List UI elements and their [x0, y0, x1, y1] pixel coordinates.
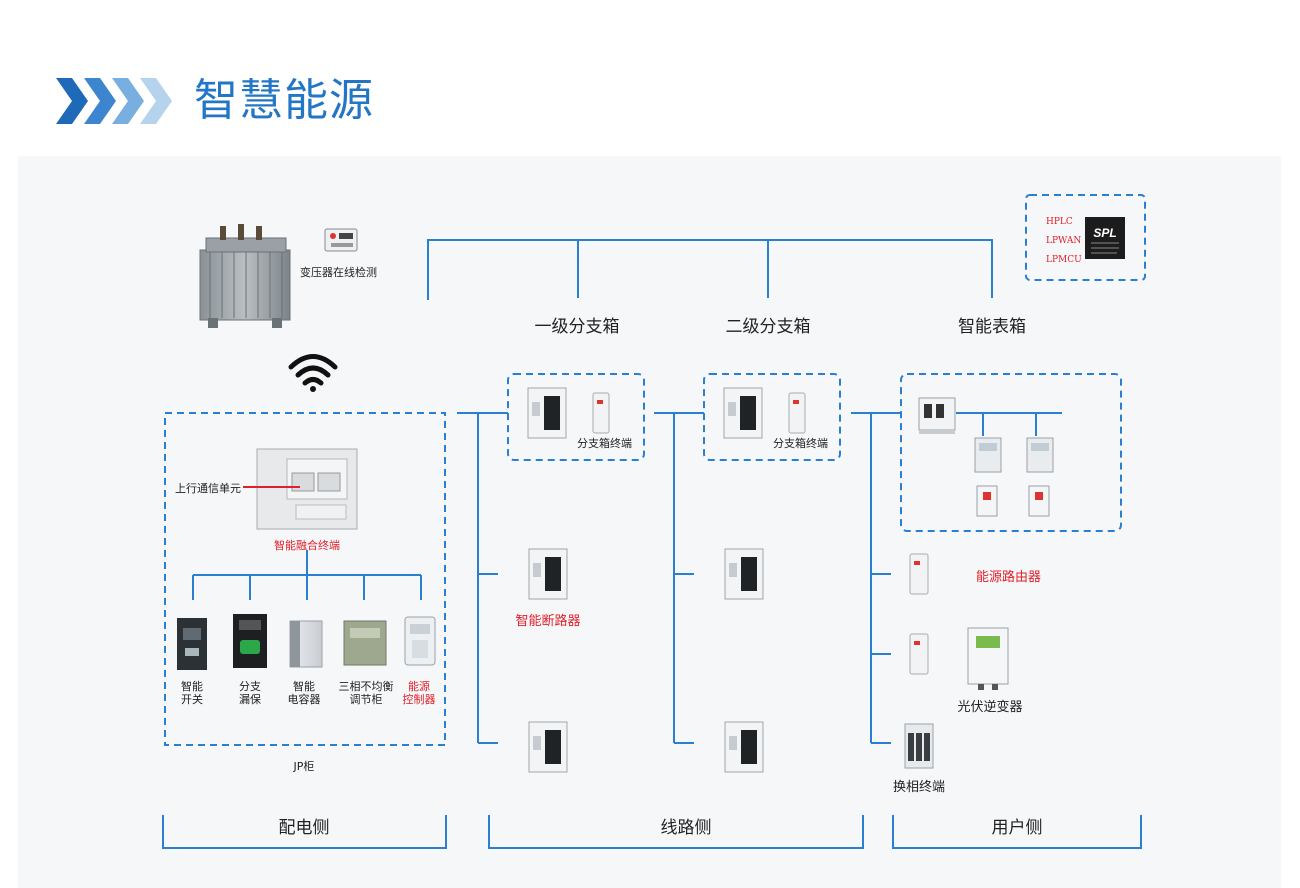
- smart-breaker-label: 智能断路器: [515, 614, 581, 629]
- meter-box-label: 智能表箱: [958, 317, 1026, 337]
- device-label-energy-controller: 能源 控制器: [403, 680, 436, 706]
- phase-switch-terminal-label: 换相终端: [892, 780, 946, 795]
- device-label-line: 智能: [181, 680, 203, 693]
- device-label-capacitor: 智能 电容器: [288, 680, 321, 706]
- chip-box: [1025, 194, 1146, 281]
- protocol-lpmcu: LPMCU: [1046, 255, 1082, 265]
- chevron-arrows-icon: [56, 78, 172, 124]
- device-label-branch-protector: 分支 漏保: [239, 680, 261, 706]
- device-label-line: 漏保: [239, 693, 261, 706]
- level2-branch-box-frame: [703, 373, 841, 461]
- meter-breaker-1-icon: [976, 485, 998, 517]
- device-label-line: 控制器: [402, 693, 436, 706]
- device-label-line: 三相不均衡: [338, 680, 394, 693]
- level2-breaker-icon: [723, 387, 763, 439]
- jp-cabinet-box: [164, 412, 446, 746]
- section-distribution-label: 配电侧: [278, 818, 330, 838]
- protocol-hplc: HPLC: [1046, 217, 1073, 227]
- spl-chip-icon: SPL: [1085, 217, 1125, 259]
- level1-branch-box-frame: [507, 373, 645, 461]
- section-user-label: 用户侧: [991, 818, 1043, 838]
- smart-breaker-2-icon: [528, 721, 568, 773]
- smart-switch-icon: [177, 618, 207, 670]
- device-label-line: 开关: [181, 693, 203, 706]
- pv-inverter-label: 光伏逆变器: [957, 700, 1023, 715]
- section-line-label: 线路侧: [660, 818, 712, 838]
- fusion-terminal-label: 智能融合终端: [274, 539, 340, 552]
- transformer-monitor-icon: [324, 228, 358, 252]
- user-side-bus: [851, 412, 901, 744]
- pv-inverter-icon: [967, 627, 1009, 690]
- jp-cabinet-label: JP柜: [293, 760, 315, 773]
- energy-router-2-icon: [909, 633, 929, 675]
- smart-breaker-4-icon: [724, 721, 764, 773]
- level1-breaker-icon: [527, 387, 567, 439]
- smart-breaker-1-icon: [528, 548, 568, 600]
- energy-router-label: 能源路由器: [976, 570, 1042, 585]
- smart-breaker-3-icon: [724, 548, 764, 600]
- energy-router-icon: [909, 553, 929, 595]
- meter-main-switch-icon: [918, 397, 956, 434]
- device-label-line: 调节柜: [349, 693, 383, 706]
- transformer-icon: [199, 224, 291, 328]
- meter-breaker-2-icon: [1028, 485, 1050, 517]
- level2-branch-terminal-icon: [788, 392, 806, 434]
- line-side-bus-1: [457, 412, 508, 744]
- protocol-lpwan: LPWAN: [1046, 236, 1082, 246]
- level2-branch-box-label: 二级分支箱: [725, 317, 811, 337]
- branch-leakage-protector-icon: [233, 614, 267, 668]
- page-title: 智慧能源: [194, 75, 374, 126]
- energy-controller-icon: [404, 616, 436, 666]
- meter-box-frame: [900, 373, 1122, 532]
- device-label-line: 分支: [239, 680, 261, 693]
- device-label-balance-cabinet: 三相不均衡 调节柜: [339, 680, 394, 706]
- device-label-line: 能源: [408, 680, 430, 693]
- page-header: 智慧能源: [56, 70, 656, 130]
- chip-brand: SPL: [1093, 226, 1116, 240]
- section-brackets: [162, 815, 1142, 849]
- three-phase-balance-cabinet-icon: [343, 620, 387, 666]
- jp-device-bus: [192, 550, 422, 600]
- smart-meter-2-icon: [1026, 437, 1054, 473]
- smart-meter-1-icon: [974, 437, 1002, 473]
- level1-branch-box-label: 一级分支箱: [534, 317, 620, 337]
- level1-branch-terminal-label: 分支箱终端: [577, 437, 632, 450]
- top-bus: [427, 239, 993, 300]
- uplink-unit-label: 上行通信单元: [175, 482, 241, 495]
- device-label-smart-switch: 智能 开关: [181, 680, 203, 706]
- device-label-line: 智能: [293, 680, 315, 693]
- transformer-monitor-label: 变压器在线检测: [300, 266, 377, 279]
- wifi-icon: [288, 354, 338, 392]
- level1-branch-terminal-icon: [592, 392, 610, 434]
- level2-branch-terminal-label: 分支箱终端: [773, 437, 828, 450]
- chip-protocol-list: HPLC LPWAN LPMCU: [1046, 213, 1082, 270]
- phase-switch-terminal-icon: [904, 723, 934, 769]
- fusion-terminal-cabinet-icon: [256, 448, 358, 530]
- smart-capacitor-icon: [289, 620, 323, 668]
- meter-box-bus: [956, 412, 1062, 436]
- device-label-line: 电容器: [287, 693, 321, 706]
- line-side-bus-2: [654, 412, 704, 744]
